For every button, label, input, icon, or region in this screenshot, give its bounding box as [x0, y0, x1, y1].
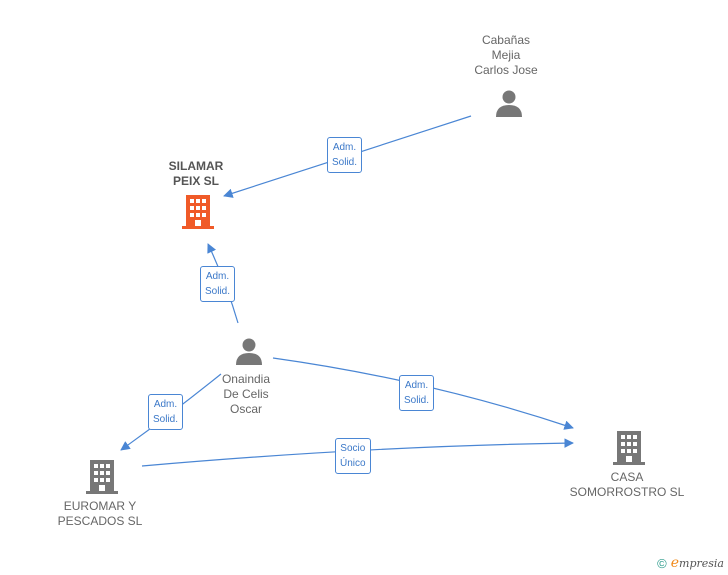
edge-label-adm-solid[interactable]: Adm. Solid. — [399, 375, 435, 411]
node-cabanas-label[interactable]: Cabañas Mejia Carlos Jose — [474, 33, 538, 77]
building-icon[interactable] — [612, 430, 646, 466]
person-icon[interactable] — [234, 336, 264, 366]
brand-initial: e — [670, 555, 680, 571]
node-silamar-label[interactable]: SILAMAR PEIX SL — [168, 159, 224, 188]
person-icon[interactable] — [494, 88, 524, 118]
edge-label-adm-solid[interactable]: Adm. Solid. — [148, 394, 184, 430]
building-icon[interactable] — [181, 194, 215, 230]
node-casa-label[interactable]: CASA SOMORROSTRO SL — [569, 470, 685, 499]
node-onaindia-label[interactable]: Onaindia De Celis Oscar — [221, 372, 271, 416]
brand-name: mpresia — [679, 557, 724, 570]
node-euromar-label[interactable]: EUROMAR Y PESCADOS SL — [57, 499, 143, 528]
edge-label-adm-solid[interactable]: Adm. Solid. — [327, 137, 363, 173]
edge-label-socio-unico[interactable]: Socio Único — [335, 438, 371, 474]
building-icon[interactable] — [85, 459, 119, 495]
brand-logo: © empresia — [657, 555, 724, 571]
copyright-icon: © — [657, 555, 667, 571]
edge-label-adm-solid[interactable]: Adm. Solid. — [200, 266, 236, 302]
